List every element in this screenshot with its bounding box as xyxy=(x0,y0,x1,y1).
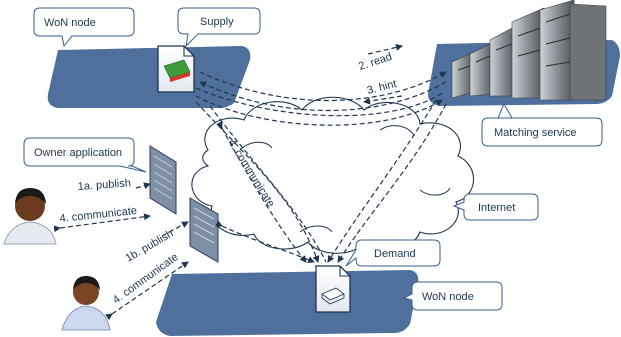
callout-demand: Demand xyxy=(345,239,441,267)
supply-document-icon xyxy=(157,45,195,93)
server-rack-icon xyxy=(451,0,607,101)
read-label: 2. read xyxy=(357,51,393,73)
callout-internet: Internet xyxy=(452,193,539,221)
communicate-app-label: 4. communicate xyxy=(59,205,137,225)
callout-owner-application: Owner application xyxy=(23,137,147,173)
demand-document-icon xyxy=(315,265,351,313)
svg-text:WoN node: WoN node xyxy=(422,291,474,303)
svg-text:Owner application: Owner application xyxy=(34,147,122,159)
hint-label: 3. hint xyxy=(366,78,398,97)
owner-application-panel-1 xyxy=(149,145,177,215)
user-avatar-icon xyxy=(61,276,111,331)
internet-cloud xyxy=(191,96,475,254)
callout-won-node-top: WoN node xyxy=(33,7,135,48)
callout-matching-service: Matching service xyxy=(481,102,603,147)
won-node-bottom xyxy=(156,270,419,336)
won-node-top xyxy=(47,46,251,108)
callout-supply: Supply xyxy=(177,7,261,48)
dashed-flow-lines xyxy=(53,43,447,321)
svg-text:Supply: Supply xyxy=(200,16,234,28)
user-avatar-icon xyxy=(3,188,57,245)
svg-text:Matching service: Matching service xyxy=(494,127,577,139)
svg-text:WoN node: WoN node xyxy=(44,17,96,29)
publish-1a-label: 1a. publish xyxy=(77,177,131,193)
svg-text:Demand: Demand xyxy=(374,248,416,260)
svg-text:Internet: Internet xyxy=(478,202,515,214)
callout-won-node-bottom: WoN node xyxy=(402,281,503,311)
